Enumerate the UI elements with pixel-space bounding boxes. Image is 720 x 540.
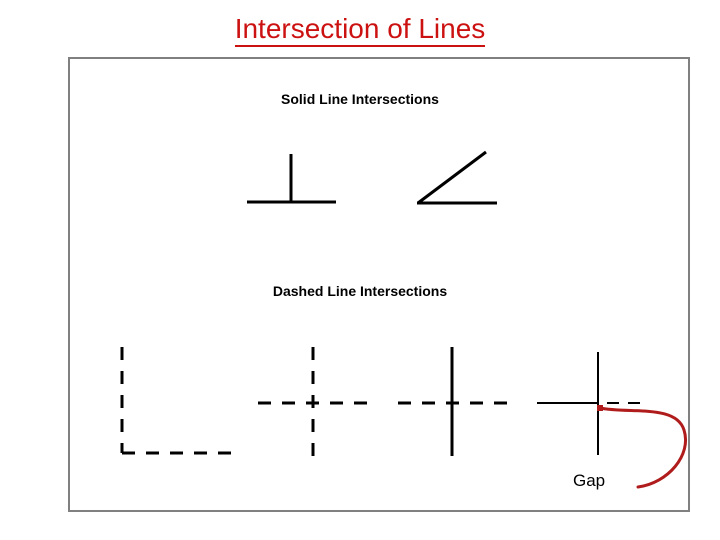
page-title: Intersection of Lines — [0, 13, 720, 47]
gap-label: Gap — [573, 471, 606, 490]
section-label-dashed: Dashed Line Intersections — [272, 283, 448, 299]
content-frame — [68, 57, 690, 512]
page-title-text: Intersection of Lines — [234, 13, 486, 47]
section-label-solid: Solid Line Intersections — [281, 91, 439, 107]
